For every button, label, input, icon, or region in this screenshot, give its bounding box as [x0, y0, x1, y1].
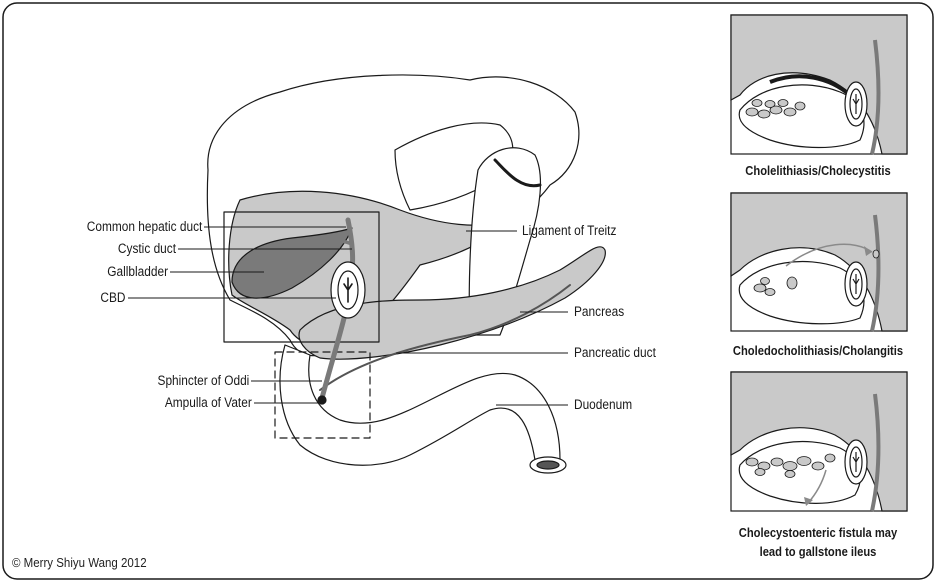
label-common-hepatic-duct: Common hepatic duct	[86, 219, 202, 235]
duodenum-lumen	[537, 461, 559, 469]
label-ligament-of-treitz: Ligament of Treitz	[522, 223, 616, 239]
label-duodenum: Duodenum	[574, 397, 632, 413]
panel-1-illustration	[731, 15, 907, 154]
panel-3-illustration	[731, 372, 907, 511]
label-pancreas: Pancreas	[574, 304, 624, 320]
label-ampulla-of-vater: Ampulla of Vater	[165, 395, 252, 411]
panel-2-illustration	[731, 193, 907, 331]
label-sphincter-of-oddi: Sphincter of Oddi	[157, 373, 249, 389]
panel-2-caption: Choledocholithiasis/Cholangitis	[717, 342, 920, 360]
panel-3-caption-line-2: lead to gallstone ileus	[717, 543, 920, 561]
label-pancreatic-duct: Pancreatic duct	[574, 345, 656, 361]
copyright-notice: © Merry Shiyu Wang 2012	[12, 556, 147, 570]
panel-3-caption-line-1: Cholecystoenteric fistula may	[717, 524, 920, 542]
ampulla	[318, 396, 326, 404]
label-cbd: CBD	[101, 290, 126, 306]
label-gallbladder: Gallbladder	[107, 264, 168, 280]
label-cystic-duct: Cystic duct	[118, 241, 176, 257]
panel-1-caption: Cholelithiasis/Cholecystitis	[717, 162, 920, 180]
